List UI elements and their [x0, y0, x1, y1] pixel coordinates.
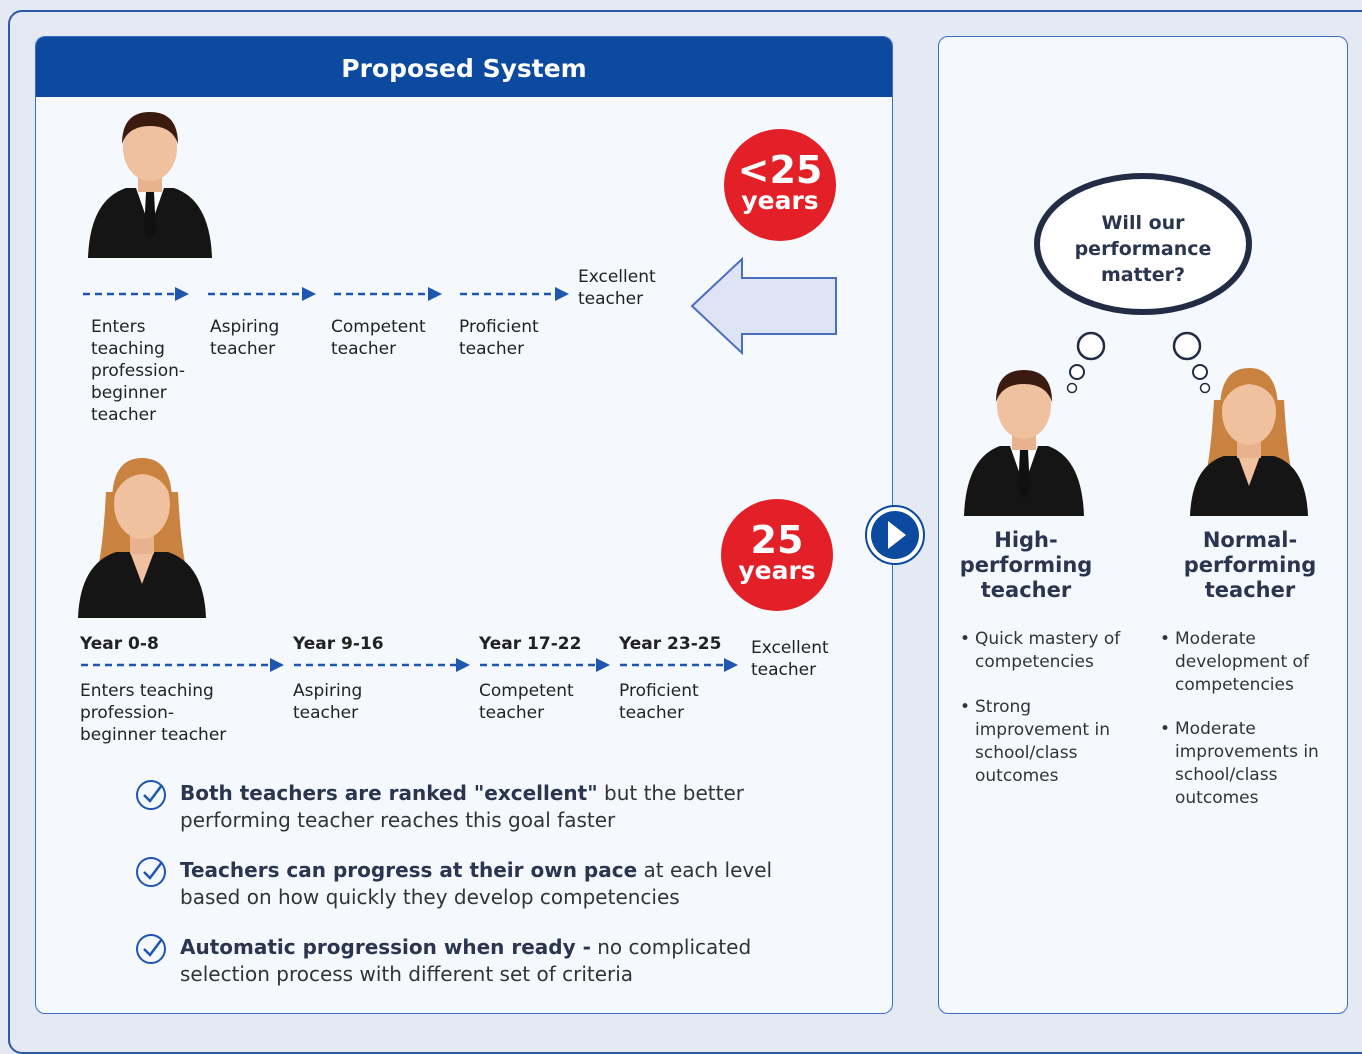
play-circle-icon[interactable] [864, 504, 926, 566]
bottom-end-label: Excellent teacher [751, 638, 829, 680]
badge-number: <25 [737, 148, 823, 192]
under-25-years-badge: <25 years [724, 129, 836, 241]
top-stage-4: Proficient teacher [459, 317, 539, 359]
panel-title: Proposed System [36, 37, 892, 97]
top-progress-arrows [83, 287, 569, 301]
year-range-2: Year 9-16 [293, 634, 384, 654]
year-range-3: Year 17-22 [479, 634, 582, 654]
top-end-label: Excellent teacher [578, 267, 656, 309]
thought-bubble-icon [1034, 173, 1252, 394]
25-years-badge: 25 years [721, 499, 833, 611]
high-performer-caption: High-performing teacher [959, 528, 1093, 602]
badge-number: 25 [750, 518, 804, 562]
check-circle-icon [136, 857, 166, 887]
female-teacher-icon [1190, 368, 1308, 516]
normal-bullet-1: • Moderate development of competencies [1160, 628, 1340, 697]
check-item-1-bold: Both teachers are ranked "excellent" [180, 781, 598, 805]
female-teacher-icon [78, 458, 206, 618]
check-item-2-rest: at each level based on how quickly they … [180, 858, 773, 909]
high-bullet-1: • Quick mastery of competencies [960, 628, 1140, 674]
check-item-2: Teachers can progress at their own pace … [180, 857, 780, 911]
thought-bubble-text: Will our performance matter? [1074, 212, 1212, 286]
check-item-3-bold: Automatic progression when ready - [180, 935, 591, 959]
check-item-1: Both teachers are ranked "excellent" but… [180, 780, 780, 834]
check-item-2-bold: Teachers can progress at their own pace [180, 858, 638, 882]
normal-bullet-2-text: Moderate improvements in school/class ou… [1175, 719, 1319, 808]
bottom-stage-1: Enters teaching profession- beginner tea… [80, 681, 227, 745]
bottom-stage-2: Aspiring teacher [293, 681, 363, 723]
bottom-progress-arrows [81, 658, 738, 672]
bullet-dot: • [1160, 629, 1171, 649]
male-teacher-icon [964, 370, 1084, 516]
year-range-4: Year 23-25 [619, 634, 722, 654]
badge-unit: years [741, 186, 819, 215]
bottom-stage-4: Proficient teacher [619, 681, 699, 723]
check-item-3: Automatic progression when ready - no co… [180, 934, 780, 988]
bullet-dot: • [960, 629, 971, 649]
year-range-1: Year 0-8 [80, 634, 159, 654]
bottom-stage-3: Competent teacher [479, 681, 574, 723]
top-stage-3: Competent teacher [331, 317, 426, 359]
bullet-dot: • [960, 697, 971, 717]
top-stage-1: Enters teaching profession- beginner tea… [91, 317, 185, 425]
left-arrow-icon [690, 256, 837, 356]
high-bullet-1-text: Quick mastery of competencies [975, 629, 1121, 672]
normal-performer-caption: Normal-performing teacher [1183, 528, 1317, 602]
high-bullet-2-text: Strong improvement in school/class outco… [975, 697, 1110, 786]
badge-unit: years [738, 556, 816, 585]
normal-bullet-2: • Moderate improvements in school/class … [1160, 718, 1320, 810]
check-circle-icon [136, 934, 166, 964]
normal-bullet-1-text: Moderate development of competencies [1175, 629, 1309, 695]
top-stage-2: Aspiring teacher [210, 317, 280, 359]
check-circle-icon [136, 780, 166, 810]
high-bullet-2: • Strong improvement in school/class out… [960, 696, 1120, 788]
check-item-1-rest: but the better performing teacher reache… [180, 781, 744, 832]
check-item-3-rest: no complicated selection process with di… [180, 935, 752, 986]
bullet-dot: • [1160, 719, 1171, 739]
male-teacher-icon [88, 112, 212, 258]
